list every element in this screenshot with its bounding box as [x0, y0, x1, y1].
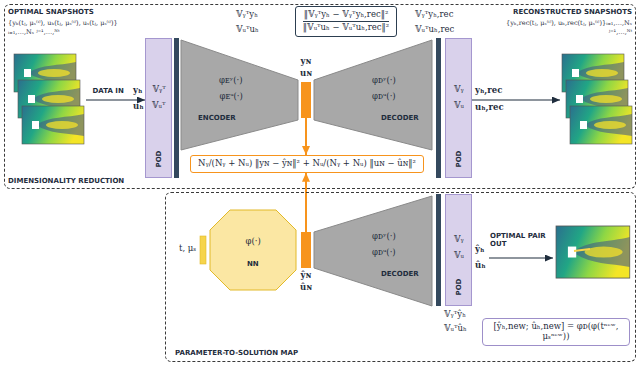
math-label: 𝕍ᵧᵀyₕ,rec	[415, 10, 453, 20]
math-label: uɴ	[300, 69, 312, 79]
caption-text: POD	[155, 151, 163, 168]
caption-text: PARAMETER-TO-SOLUTION MAP	[175, 349, 298, 357]
math-label: 𝕍ᵤ	[454, 251, 464, 261]
connector-arrow	[305, 173, 307, 232]
shape-fill	[314, 196, 432, 306]
solution-image	[556, 226, 630, 278]
caption-text: OPTIMAL SNAPSHOTS	[8, 8, 94, 16]
latent-bar: ŷɴûɴ	[301, 232, 311, 268]
math-label: φᴅʸ(·)	[372, 232, 396, 242]
edge-label: DATA IN	[93, 87, 124, 95]
math-label: ûₕ	[475, 261, 486, 271]
region-panel: PARAMETER-TO-SOLUTION MAPφ(·)NNŷɴûɴφᴅʸ(·…	[165, 192, 636, 362]
decoder-shape: φᴅʸ(·) φᴅᵘ(·) DECODER	[314, 196, 432, 306]
nn-octagon-outline	[210, 210, 296, 290]
connector-arrow	[472, 99, 560, 100]
math-label: yₕ,rec	[475, 86, 502, 96]
math-label: 𝕍ᵧ	[454, 235, 464, 245]
pod-bar: 𝕍ᵧᵀ𝕍ᵤᵀPOD	[145, 38, 172, 178]
math-label: 𝕍ᵤᵀûₕ	[444, 324, 467, 334]
caption-text: NN	[247, 260, 259, 268]
solution-detail	[574, 249, 590, 251]
caption-text: ENCODER	[198, 114, 236, 122]
caption-text: DIMENSIONALITY REDUCTION	[8, 177, 124, 185]
layer-bar	[436, 38, 441, 178]
pod-bar: 𝕍ᵧ𝕍ᵤPOD	[445, 194, 472, 306]
pod-bar: 𝕍ᵧ𝕍ᵤPOD	[445, 38, 472, 178]
caption-text: DECODER	[381, 270, 419, 278]
shape-fill	[314, 40, 432, 150]
math-label: yɴ	[301, 57, 312, 67]
caption-text: POD	[455, 279, 463, 296]
math-label: 𝕍ᵤ	[454, 101, 464, 111]
math-label: yₕ	[133, 86, 142, 96]
snapshot-stack: OPTIMAL SNAPSHOTS{yₕ(tⱼ, μₛ⁽ⁱ⁾), uₕ(tⱼ, …	[12, 52, 86, 148]
math-label: ŷₕ	[475, 245, 484, 255]
loss-box: Nᵧ/(Nᵧ + Nᵤ) ‖yɴ − ŷɴ‖² + Nᵤ/(Nᵧ + Nᵤ) ‖…	[190, 155, 424, 173]
input-bar	[200, 236, 206, 264]
math-label: uₕ,rec	[475, 103, 504, 113]
snapshot-image	[570, 106, 632, 144]
math-label: ‖𝕍ᵧᵀyₕ − 𝕍ᵧᵀyₕ,rec‖²	[304, 10, 389, 20]
fraction-bar	[303, 21, 389, 22]
math-label: {yₕ,rec(tⱼ, μₛ⁽ⁱ⁾), uₕ,rec(tⱼ, μₛ⁽ⁱ⁾)}ᵢ₌…	[482, 19, 632, 37]
math-label: 𝕍ᵤᵀuₕ,rec	[415, 25, 454, 35]
caption-text: RECONSTRUCTED SNAPSHOTS	[513, 8, 632, 16]
layer-bar	[174, 38, 179, 178]
math-label: 𝕍ᵤᵀ	[152, 101, 166, 111]
connector-arrow	[86, 99, 145, 100]
snapshot-stack: RECONSTRUCTED SNAPSHOTS{yₕ,rec(tⱼ, μₛ⁽ⁱ⁾…	[560, 52, 632, 148]
math-label: t, μₛ	[179, 244, 196, 254]
math-label: 𝕍ᵧ	[454, 85, 464, 95]
snapshot-image	[22, 106, 84, 144]
math-label: φᴅʸ(·)	[372, 76, 396, 86]
connector-arrow	[305, 118, 307, 155]
latent-bar: yɴuɴ	[301, 82, 311, 118]
caption-text: DECODER	[381, 114, 419, 122]
nn-octagon: φ(·) NN	[210, 210, 296, 290]
math-label: uₕ	[133, 102, 144, 112]
math-label: {yₕ(tⱼ, μₛ⁽ⁱ⁾), uₕ(tⱼ, μₛ⁽ⁱ⁾), uₛ(tⱼ, μₛ…	[8, 19, 142, 37]
math-label: 𝕍ᵧᵀ	[153, 85, 166, 95]
formula-box: [ŷₕ,new; ûₕ,new] = φᴅ(φ(tⁿᵉʷ, μₛⁿᵉʷ))	[482, 318, 630, 346]
shape-fill	[210, 210, 296, 290]
layer-bar	[436, 194, 441, 306]
math-label: ûɴ	[300, 283, 312, 293]
math-label: φᴇᵘ(·)	[220, 92, 243, 102]
error-box: ‖𝕍ᵧᵀyₕ − 𝕍ᵧᵀyₕ,rec‖² ‖𝕍ᵤᵀuₕ − 𝕍ᵤᵀuₕ,rec‖²	[295, 6, 397, 37]
math-label: Nᵧ/(Nᵧ + Nᵤ) ‖yɴ − ŷɴ‖² + Nᵤ/(Nᵧ + Nᵤ) ‖…	[198, 159, 416, 169]
encoder-shape: φᴇʸ(·) φᴇᵘ(·) ENCODER	[181, 40, 298, 150]
math-label: φ(·)	[246, 237, 261, 247]
math-label: φᴇʸ(·)	[219, 76, 243, 86]
math-label: 𝕍ᵤᵀuₕ	[236, 25, 259, 35]
math-label: ŷɴ	[301, 271, 312, 281]
math-label: [ŷₕ,new; ûₕ,new] = φᴅ(φ(tⁿᵉʷ, μₛⁿᵉʷ))	[490, 322, 622, 342]
decoder-shape: φᴅʸ(·) φᴅᵘ(·) DECODER	[314, 40, 432, 150]
math-label: φᴅᵘ(·)	[372, 248, 396, 258]
caption-text: POD	[455, 151, 463, 168]
math-label: 𝕍ᵧᵀŷₕ	[444, 310, 466, 320]
caption-text: OPTIMAL PAIR OUT	[490, 232, 552, 248]
math-label: ‖𝕍ᵤᵀuₕ − 𝕍ᵤᵀuₕ,rec‖²	[303, 23, 389, 33]
region-panel: DIMENSIONALITY REDUCTION OPTIMAL SNAPSHOT…	[4, 4, 636, 189]
math-label: φᴅᵘ(·)	[372, 92, 396, 102]
output-arrow	[489, 257, 553, 258]
shape-fill	[181, 40, 298, 150]
math-label: 𝕍ᵧᵀyₕ	[236, 10, 258, 20]
